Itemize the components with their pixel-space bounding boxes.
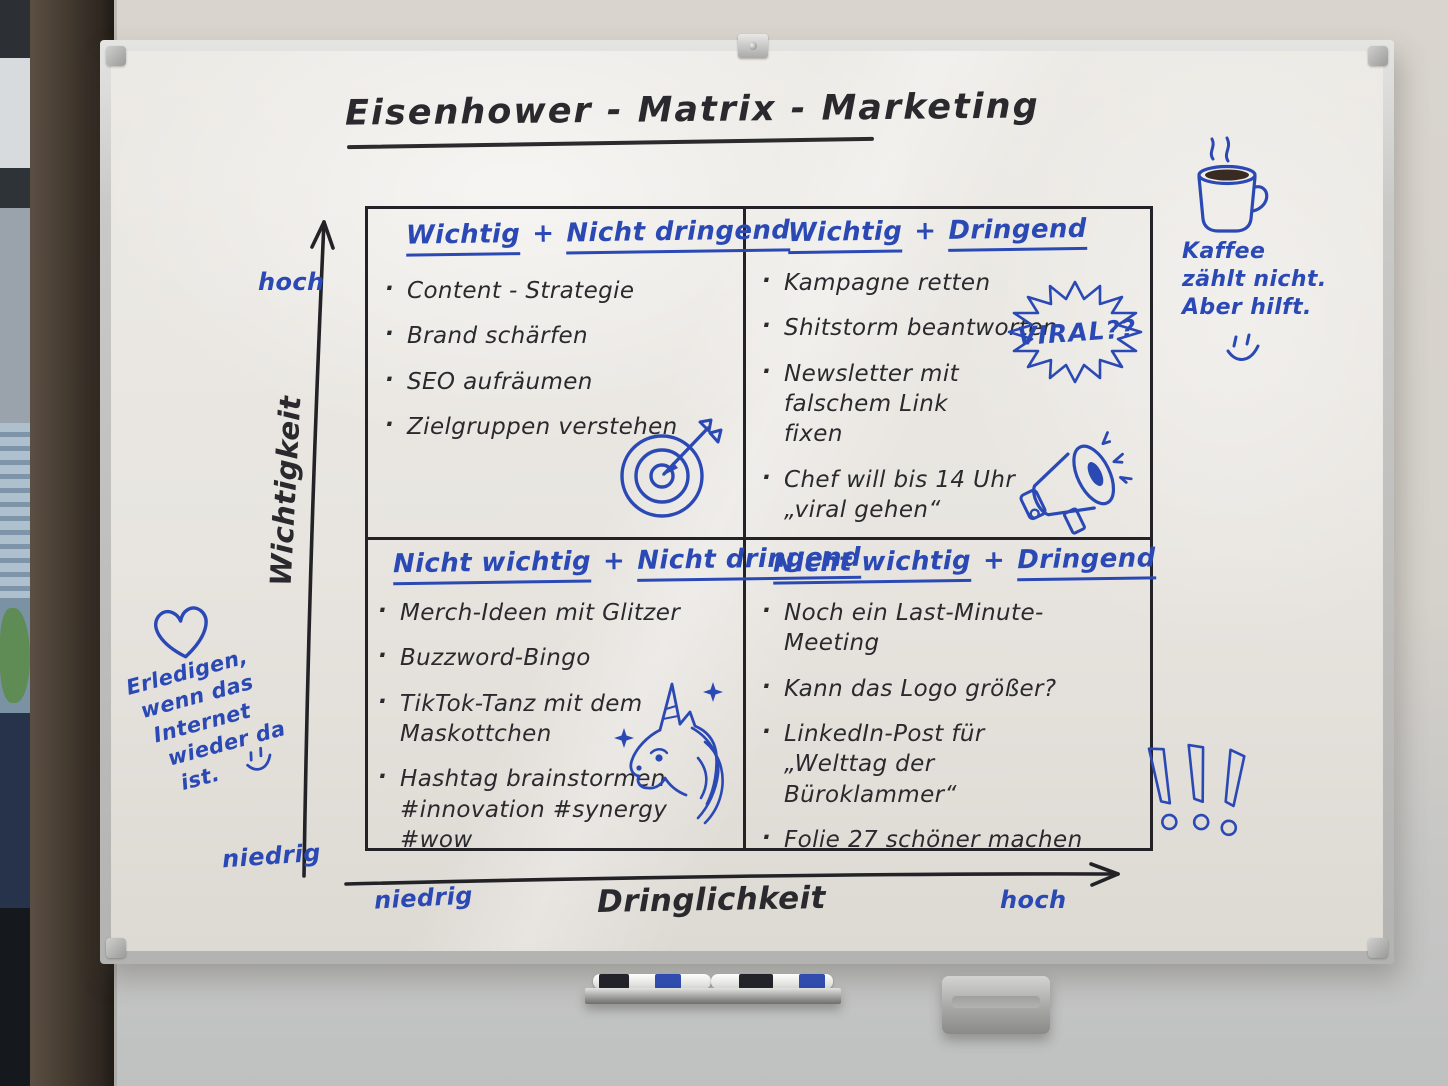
whiteboard-marker xyxy=(711,974,833,989)
window-blinds xyxy=(0,423,34,598)
plant xyxy=(0,608,30,703)
floor xyxy=(0,908,34,1086)
plus-sign: + xyxy=(982,545,1006,576)
quadrant-item: Chef will bis 14 Uhr „viral gehen“ xyxy=(760,463,1022,526)
whiteboard-marker xyxy=(593,974,711,989)
matrix-horizontal-divider xyxy=(368,537,1150,540)
ceiling-slat xyxy=(0,168,34,208)
board-title: Eisenhower - Matrix - Marketing xyxy=(344,86,1040,134)
quadrant-item: Hashtag brainstormen #innovation #synerg… xyxy=(376,762,688,855)
quadrant-title-part: Wichtig xyxy=(787,216,903,255)
smiley-icon xyxy=(1226,333,1260,361)
quadrant-item: Kampagne retten xyxy=(760,266,1095,298)
viral-text: VIRAL?? xyxy=(1017,314,1138,351)
wall-mount-clip xyxy=(738,34,768,58)
marker-cap xyxy=(599,974,629,989)
matrix-vertical-divider xyxy=(743,209,746,848)
quadrant-item: Merch-Ideen mit Glitzer xyxy=(376,596,711,628)
quadrant-title-part: Dringend xyxy=(948,213,1088,252)
quadrant-item: Content - Strategie xyxy=(383,274,713,306)
quadrant-title-q4: Nicht wichtig + Dringend xyxy=(772,543,1156,585)
quadrant-item: Noch ein Last-Minute-Meeting xyxy=(760,596,1125,659)
quadrant-list-q4: Noch ein Last-Minute-Meeting Kann das Lo… xyxy=(760,596,1125,871)
quadrant-list-q1: Content - Strategie Brand schärfen SEO a… xyxy=(383,274,713,457)
coffee-note: Kaffee zählt nicht. Aber hilft. xyxy=(1182,238,1327,322)
frame-corner-cap xyxy=(106,46,126,66)
quadrant-title-part: Dringend xyxy=(1017,543,1156,582)
x-axis-low-label: niedrig xyxy=(373,881,474,915)
coffee-note-line: Kaffee xyxy=(1182,239,1266,264)
quadrant-item: LinkedIn-Post für „Welttag der Büroklamm… xyxy=(760,717,1026,810)
offline-note: Erledigen, wenn das Internet wieder da i… xyxy=(123,639,295,804)
ceiling xyxy=(0,58,34,168)
plus-sign: + xyxy=(532,218,555,249)
tray-shelf xyxy=(585,988,841,1004)
quadrant-item: Newsletter mit falschem Link fixen xyxy=(760,357,989,450)
plus-sign: + xyxy=(602,546,626,577)
smiley-icon xyxy=(246,746,272,771)
quadrant-title-part: Nicht wichtig xyxy=(392,546,592,586)
quadrant-item: SEO aufräumen xyxy=(383,365,713,397)
x-axis-arrow xyxy=(344,862,1120,887)
marker-label xyxy=(655,974,681,989)
quadrant-list-q3: Merch-Ideen mit Glitzer Buzzword-Bingo T… xyxy=(376,596,711,871)
marker-label xyxy=(799,974,825,989)
x-axis-label: Dringlichkeit xyxy=(596,880,827,920)
quadrant-item: TikTok-Tanz mit dem Maskottchen xyxy=(376,687,648,750)
exclamation-marks-icon xyxy=(1147,743,1246,837)
coffee-note-line: zählt nicht. xyxy=(1182,267,1327,293)
quadrant-item: Shitstorm beantworten xyxy=(760,311,1095,343)
frame-corner-cap xyxy=(1368,46,1388,66)
back-wall xyxy=(0,208,34,423)
quadrant-item: Brand schärfen xyxy=(383,319,713,351)
plus-sign: + xyxy=(914,216,937,247)
heart-icon xyxy=(154,606,208,659)
quadrant-item: Kann das Logo größer? xyxy=(760,672,1125,704)
unicorn-icon xyxy=(614,682,724,825)
quadrant-title-q1: Wichtig + Nicht dringend xyxy=(405,215,791,257)
frame-corner-cap xyxy=(106,938,126,958)
coffee-note-line: Aber hilft. xyxy=(1182,295,1312,321)
quadrant-title-part: Wichtig xyxy=(405,219,521,257)
megaphone-icon xyxy=(1019,431,1133,535)
quadrant-title-part: Nicht wichtig xyxy=(772,545,972,585)
quadrant-item: Buzzword-Bingo xyxy=(376,641,711,673)
y-axis-high-label: hoch xyxy=(258,268,325,296)
background-room xyxy=(0,0,34,1086)
y-axis-arrow xyxy=(302,220,335,878)
marker-tray xyxy=(585,966,841,1012)
frame-corner-cap xyxy=(1368,938,1388,958)
viral-starburst: VIRAL?? xyxy=(1007,280,1143,384)
coffee-cup-icon xyxy=(1197,136,1269,233)
whiteboard-surface xyxy=(111,51,1383,951)
eisenhower-matrix xyxy=(365,206,1153,851)
x-axis-high-label: hoch xyxy=(1000,886,1067,914)
quadrant-title-q2: Wichtig + Dringend xyxy=(787,213,1088,255)
board-eraser xyxy=(942,976,1050,1034)
quadrant-title-part: Nicht dringend xyxy=(566,215,791,255)
quadrant-item: Zielgruppen verstehen xyxy=(383,410,713,442)
target-icon xyxy=(620,418,723,518)
marker-cap xyxy=(739,974,773,989)
quadrant-list-q2: Kampagne retten Shitstorm beantworten Ne… xyxy=(760,266,1095,541)
whiteboard xyxy=(100,40,1394,964)
ceiling-beam xyxy=(0,0,34,58)
quadrant-item: Folie 27 schöner machen xyxy=(760,823,1125,855)
couch xyxy=(0,713,34,908)
